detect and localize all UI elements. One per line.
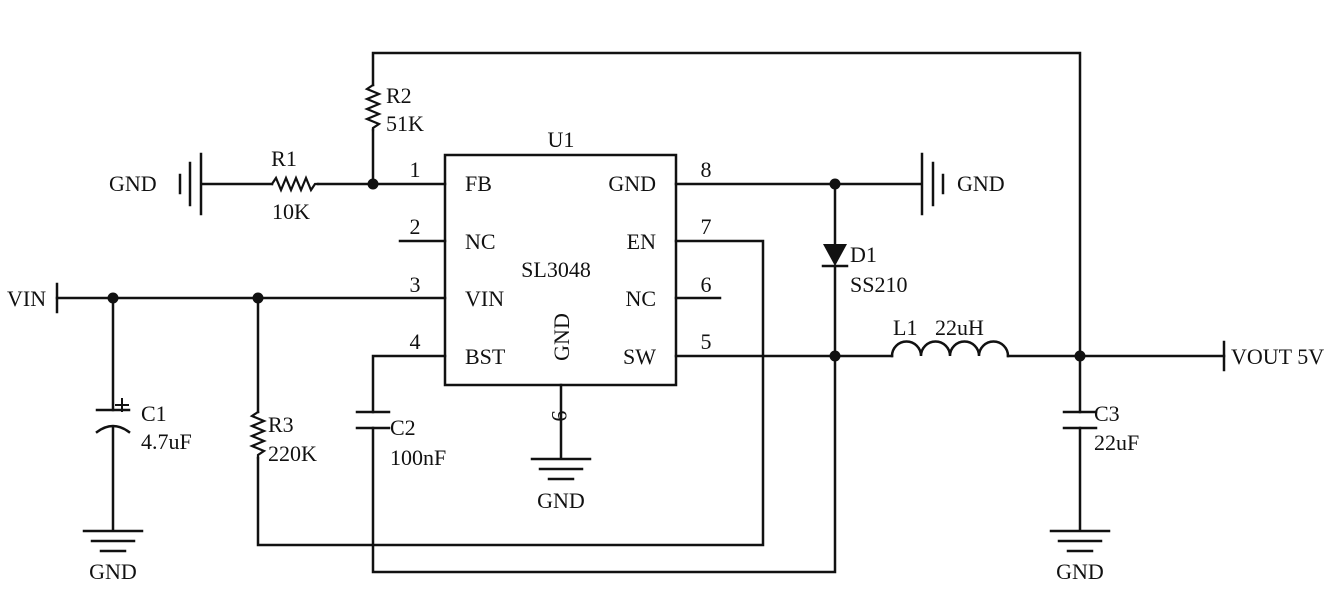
ground-symbol-c3: GND [1049, 529, 1111, 584]
vin-label: VIN [7, 286, 46, 311]
c1-value: 4.7uF [141, 429, 192, 454]
ic-u1: U1 SL3048 FB NC VIN BST SW NC EN GND GND… [410, 127, 712, 422]
junction-dots [107, 178, 1086, 362]
capacitor-c3: C3 22uF [1062, 401, 1139, 455]
junction-dot [252, 292, 264, 304]
junction-dot [829, 178, 841, 190]
resistor-r3: R3 220K [249, 410, 317, 466]
diode-triangle [823, 244, 847, 266]
pin-5-name: SW [623, 344, 656, 369]
ground-symbol-c1: GND [82, 529, 144, 584]
pin-1-name: FB [465, 171, 492, 196]
resistor-r1: R1 10K [270, 146, 320, 224]
pin-3-number: 3 [410, 272, 421, 297]
pin-8-name: GND [608, 171, 656, 196]
pin-4-number: 4 [410, 329, 421, 354]
gnd-label: GND [89, 559, 137, 584]
inductor-l1: L1 22uH [890, 315, 1010, 358]
vout-label: VOUT 5V [1231, 344, 1324, 369]
c2-ref: C2 [390, 415, 416, 440]
pin-8-number: 8 [701, 157, 712, 182]
c2-value: 100nF [390, 445, 446, 470]
c1-ref: C1 [141, 401, 167, 426]
l1-ref: L1 [893, 315, 917, 340]
diode-d1: D1 SS210 [821, 242, 907, 297]
l1-value: 22uH [935, 315, 984, 340]
pin-2-number: 2 [410, 214, 421, 239]
ic-ref-label: U1 [548, 127, 575, 152]
gnd-label: GND [109, 171, 157, 196]
junction-dot [367, 178, 379, 190]
pin-3-name: VIN [465, 286, 504, 311]
pin-1-number: 1 [410, 157, 421, 182]
gnd-label: GND [537, 488, 585, 513]
c3-ref: C3 [1094, 401, 1120, 426]
junction-dot [1074, 350, 1086, 362]
gnd-label: GND [1056, 559, 1104, 584]
ground-symbol-left: GND [109, 152, 203, 216]
d1-ref: D1 [850, 242, 877, 267]
pin-4-name: BST [465, 344, 506, 369]
junction-dot [107, 292, 119, 304]
ground-symbol-ic: GND [530, 457, 592, 513]
r3-ref: R3 [268, 412, 294, 437]
gnd-label: GND [957, 171, 1005, 196]
c3-value: 22uF [1094, 430, 1139, 455]
capacitor-c1: C1 4.7uF [95, 398, 192, 454]
pin-7-name: EN [627, 229, 656, 254]
r1-value: 10K [272, 199, 310, 224]
pin-7-number: 7 [701, 214, 712, 239]
port-vin: VIN [7, 282, 59, 314]
r2-ref: R2 [386, 83, 412, 108]
r2-value: 51K [386, 111, 424, 136]
ground-symbol-right: GND [920, 152, 1005, 216]
resistor-r2: R2 51K [364, 83, 424, 136]
pin-6-name: NC [625, 286, 656, 311]
capacitor-c2: C2 100nF [355, 410, 446, 470]
pin-9-name: GND [549, 313, 574, 361]
ic-part-label: SL3048 [521, 257, 591, 282]
r1-ref: R1 [271, 146, 297, 171]
port-vout: VOUT 5V [1222, 340, 1324, 372]
pin-5-number: 5 [701, 329, 712, 354]
pin-2-name: NC [465, 229, 496, 254]
d1-value: SS210 [850, 272, 907, 297]
r3-value: 220K [268, 441, 317, 466]
pin-6-number: 6 [701, 272, 712, 297]
pin-9-number: 9 [547, 411, 572, 422]
wires [55, 51, 1226, 574]
junction-dot [829, 350, 841, 362]
